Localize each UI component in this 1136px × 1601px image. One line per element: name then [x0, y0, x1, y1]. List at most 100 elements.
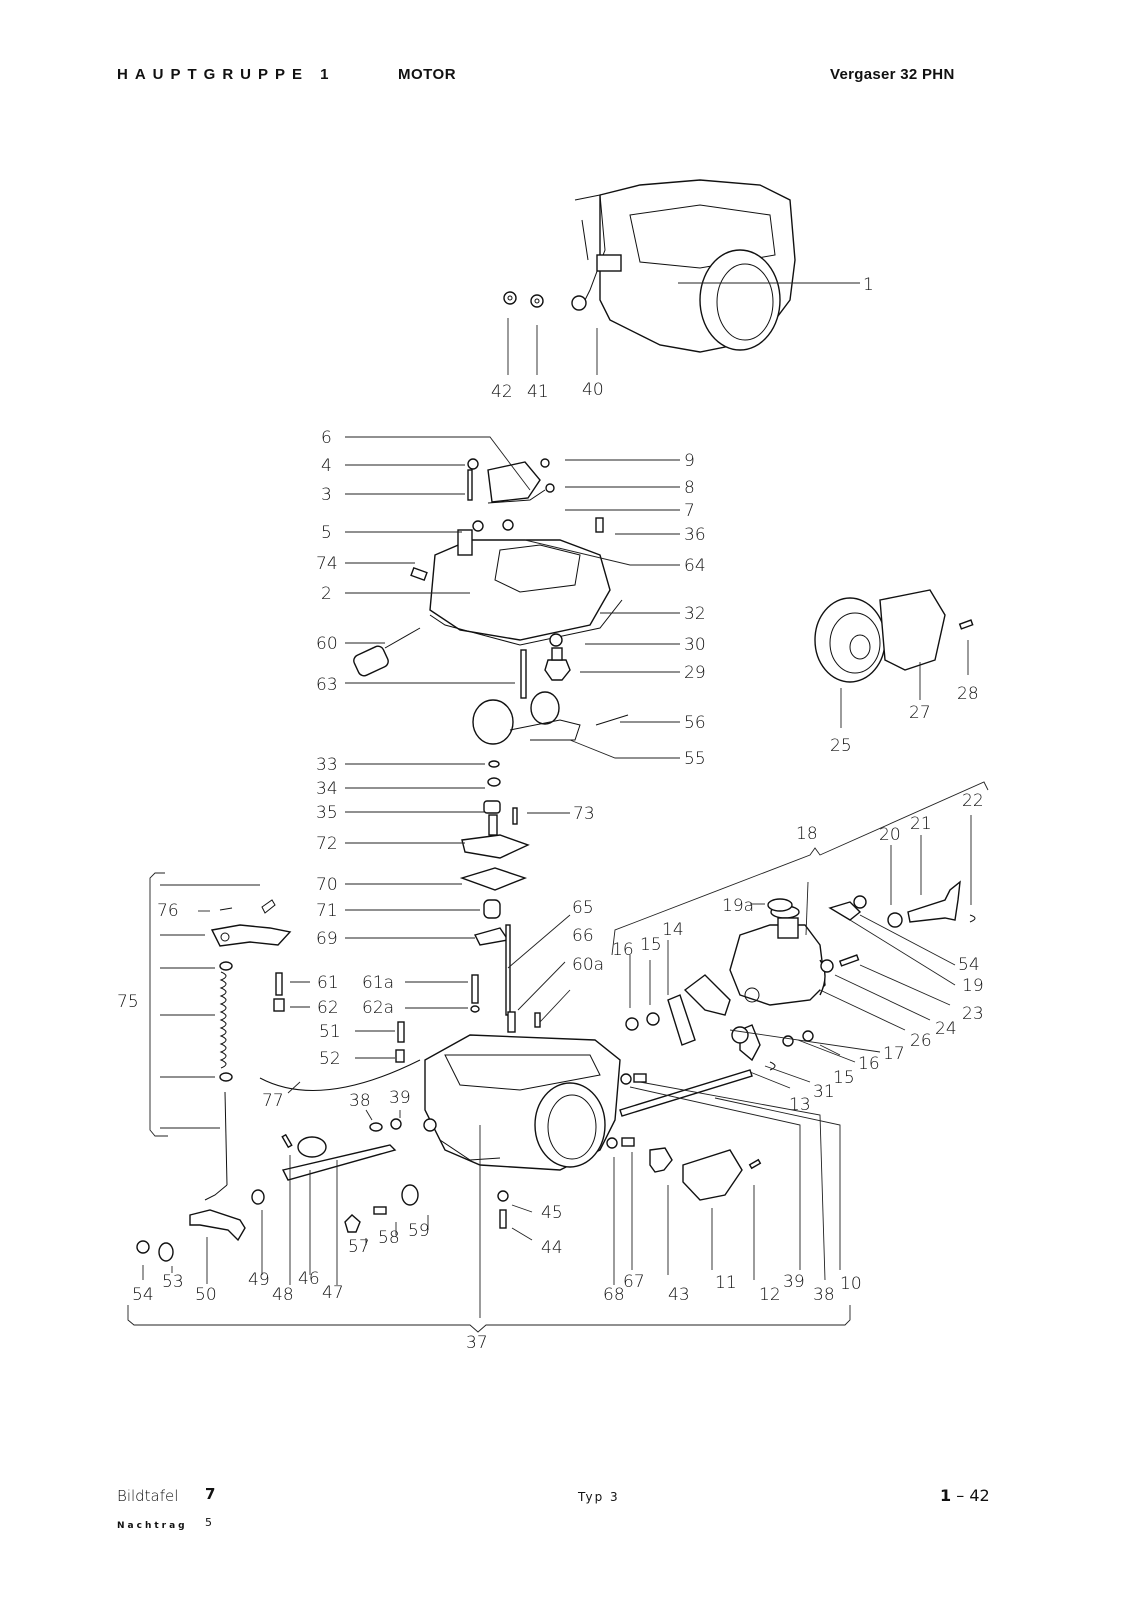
callout-70: 70 — [316, 875, 338, 895]
callout-5: 5 — [321, 523, 332, 543]
callout-24: 24 — [935, 1019, 957, 1039]
callout-18: 18 — [796, 824, 818, 844]
callout-35: 35 — [316, 803, 338, 823]
callout-38b: 38 — [813, 1285, 835, 1305]
plate-label: Bildtafel — [117, 1487, 179, 1505]
callout-6: 6 — [321, 428, 332, 448]
callout-46: 46 — [298, 1269, 320, 1289]
callout-43: 43 — [668, 1285, 690, 1305]
callout-67: 67 — [623, 1272, 645, 1292]
callout-7: 7 — [684, 501, 695, 521]
callout-15b: 15 — [833, 1068, 855, 1088]
callout-48: 48 — [272, 1285, 294, 1305]
callout-29: 29 — [684, 663, 706, 683]
callout-49: 49 — [248, 1270, 270, 1290]
page-minor: 42 — [969, 1486, 990, 1505]
callout-41: 41 — [527, 382, 549, 402]
callout-26: 26 — [910, 1031, 932, 1051]
page-title: Vergaser 32 PHN — [830, 66, 955, 83]
lower-left-parts-illustration — [136, 1118, 509, 1262]
callout-38a: 38 — [349, 1091, 371, 1111]
callout-77: 77 — [262, 1091, 284, 1111]
page-separator: – — [956, 1486, 965, 1505]
callout-69: 69 — [316, 929, 338, 949]
callout-59: 59 — [408, 1221, 430, 1241]
callout-13: 13 — [789, 1095, 811, 1115]
choke-housing-illustration — [606, 880, 976, 1201]
vehicle-type: Typ 3 — [578, 1490, 620, 1504]
callout-16a: 16 — [612, 940, 634, 960]
plate-number: 7 — [205, 1485, 216, 1503]
callout-31: 31 — [813, 1082, 835, 1102]
callout-28: 28 — [957, 684, 979, 704]
supplement-number: 5 — [205, 1516, 212, 1529]
callout-labels: 1 42 41 40 6 4 3 5 74 2 60 63 9 8 7 36 6… — [117, 275, 984, 1353]
callout-2: 2 — [321, 584, 332, 604]
callout-76: 76 — [157, 901, 179, 921]
callout-8: 8 — [684, 478, 695, 498]
callout-65: 65 — [572, 898, 594, 918]
callout-1: 1 — [863, 275, 874, 295]
callout-55: 55 — [684, 749, 706, 769]
callout-56: 56 — [684, 713, 706, 733]
callout-58: 58 — [378, 1228, 400, 1248]
callout-60: 60 — [316, 634, 338, 654]
callout-19a: 19a — [722, 896, 754, 916]
callout-74: 74 — [316, 554, 338, 574]
callout-15a: 15 — [640, 935, 662, 955]
callout-47: 47 — [322, 1283, 344, 1303]
callout-44: 44 — [541, 1238, 563, 1258]
nut-42-icon — [503, 291, 517, 305]
callout-75: 75 — [117, 992, 139, 1012]
group-bracket-37 — [127, 1305, 851, 1333]
callout-68: 68 — [603, 1285, 625, 1305]
callout-72: 72 — [316, 834, 338, 854]
callout-54a: 54 — [958, 955, 980, 975]
callout-34: 34 — [316, 779, 338, 799]
callout-32: 32 — [684, 604, 706, 624]
callout-39a: 39 — [389, 1088, 411, 1108]
choke-cover-illustration — [814, 589, 974, 683]
callout-73: 73 — [573, 804, 595, 824]
callout-60a: 60a — [572, 955, 604, 975]
group-bracket-75 — [149, 872, 168, 1137]
callout-17: 17 — [883, 1044, 905, 1064]
callout-57: 57 — [348, 1237, 370, 1257]
callout-45: 45 — [541, 1203, 563, 1223]
callout-53: 53 — [162, 1272, 184, 1292]
callout-23: 23 — [962, 1004, 984, 1024]
callout-30: 30 — [684, 635, 706, 655]
callout-27: 27 — [909, 703, 931, 723]
callout-39b: 39 — [783, 1272, 805, 1292]
carburettor-upper-part-illustration — [353, 458, 629, 745]
page-number: 1 – 42 — [940, 1486, 990, 1505]
callout-51: 51 — [319, 1022, 341, 1042]
callout-4: 4 — [321, 456, 332, 476]
callout-14: 14 — [662, 920, 684, 940]
callout-21: 21 — [910, 814, 932, 834]
page-major: 1 — [940, 1486, 952, 1505]
callout-16b: 16 — [858, 1054, 880, 1074]
callout-36: 36 — [684, 525, 706, 545]
callout-9: 9 — [684, 451, 695, 471]
callout-62a: 62a — [362, 998, 394, 1018]
page-section-heading: MOTOR — [398, 66, 457, 83]
linkage-kit-75-illustration — [204, 899, 421, 1201]
callout-62: 62 — [317, 998, 339, 1018]
callout-66: 66 — [572, 926, 594, 946]
float-needle-valve-stack-illustration — [273, 760, 541, 1063]
callout-40: 40 — [582, 380, 604, 400]
callout-52: 52 — [319, 1049, 341, 1069]
callout-10: 10 — [840, 1274, 862, 1294]
callout-63: 63 — [316, 675, 338, 695]
callout-54b: 54 — [132, 1285, 154, 1305]
group-bracket-18 — [611, 781, 989, 956]
callout-11: 11 — [715, 1273, 737, 1293]
callout-20: 20 — [879, 825, 901, 845]
callout-61: 61 — [317, 973, 339, 993]
callout-33: 33 — [316, 755, 338, 775]
callout-37: 37 — [466, 1333, 488, 1353]
callout-3: 3 — [321, 485, 332, 505]
washer-41-icon — [530, 294, 544, 308]
